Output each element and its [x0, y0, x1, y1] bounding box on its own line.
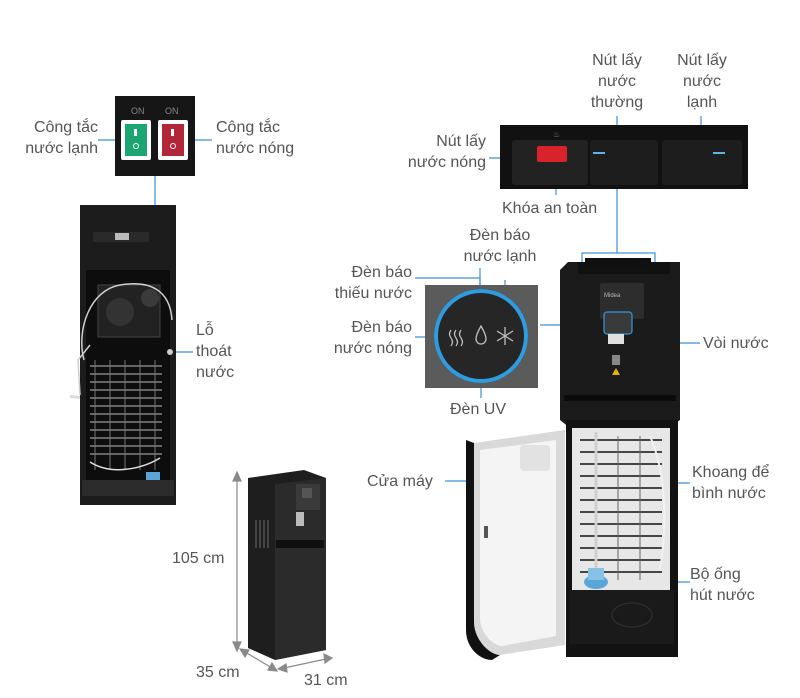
front-view: Midea	[466, 258, 680, 660]
hot-light-icon	[448, 329, 464, 347]
control-closeup	[425, 285, 538, 388]
button-panel: ♨	[500, 125, 748, 189]
snowflake-icon	[496, 327, 514, 345]
cold-switch[interactable]	[125, 124, 147, 156]
dimension-arrows	[232, 470, 334, 673]
brand-logo: Midea	[604, 293, 621, 299]
on-text-left: ON	[131, 106, 145, 116]
width-dimension: 31 cm	[304, 672, 348, 689]
svg-text:♨: ♨	[553, 130, 560, 139]
safety-lock-label: Khóa an toàn	[502, 200, 598, 217]
side-view	[248, 470, 326, 660]
safety-lock[interactable]	[537, 146, 567, 162]
switch-panel: ON ON	[115, 96, 195, 176]
on-text-right: ON	[165, 106, 179, 116]
back-view	[70, 205, 176, 505]
water-drop-icon	[475, 324, 487, 345]
uv-light-label: Đèn UV	[450, 401, 507, 418]
height-dimension: 105 cm	[172, 550, 225, 567]
door-label: Cửa máy	[367, 473, 433, 490]
uv-light-ring	[434, 289, 528, 383]
faucet-label: Vòi nước	[703, 335, 769, 352]
hot-switch[interactable]	[162, 124, 184, 156]
depth-dimension: 35 cm	[196, 664, 240, 681]
